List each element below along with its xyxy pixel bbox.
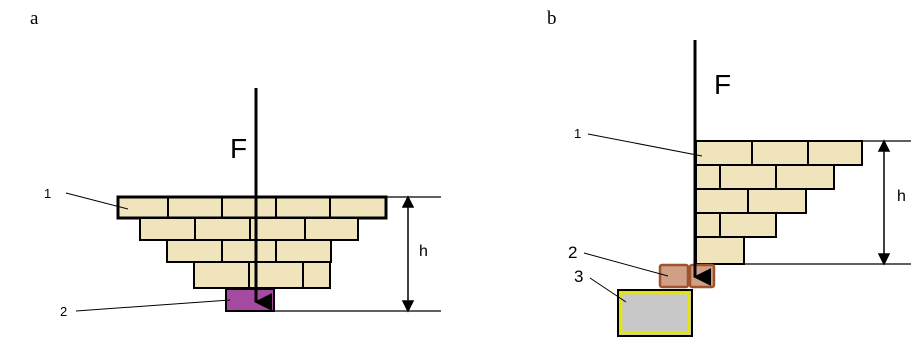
panel-a-callout-1: 1 [44, 186, 51, 201]
panel-b-callout-3-leader [589, 277, 627, 303]
panel-b: b F [547, 8, 911, 337]
panel-a-brick-pyramid [116, 195, 388, 289]
panel-a-height-label: h [419, 243, 428, 260]
panel-b-base-block-border [619, 291, 691, 335]
panel-b-label: b [547, 8, 557, 29]
panel-a-callout-2: 2 [60, 304, 67, 319]
panel-b-callout-2: 2 [568, 243, 577, 262]
panel-a-label: a [30, 8, 39, 29]
panel-b-brick-wall [695, 140, 863, 265]
panel-b-callout-2-leader [583, 252, 669, 277]
panel-a-force-label: F [230, 133, 247, 164]
panel-a-callout-2-leader [75, 299, 231, 312]
panel-a-callout-1-leader [65, 192, 129, 210]
panel-a-height-dimension [401, 195, 415, 313]
panel-b-force-label: F [714, 69, 731, 100]
panel-b-support-bricks [658, 263, 716, 289]
panel-b-height-label: h [897, 188, 906, 205]
panel-b-callout-3: 3 [574, 267, 583, 286]
panel-b-callout-1: 1 [574, 126, 581, 141]
panel-b-base-block [617, 289, 693, 337]
panel-b-height-dimension [877, 139, 891, 266]
panel-a: a F [30, 8, 441, 319]
panel-b-callout-1-leader [587, 133, 703, 157]
panel-a-support-block [225, 288, 275, 312]
